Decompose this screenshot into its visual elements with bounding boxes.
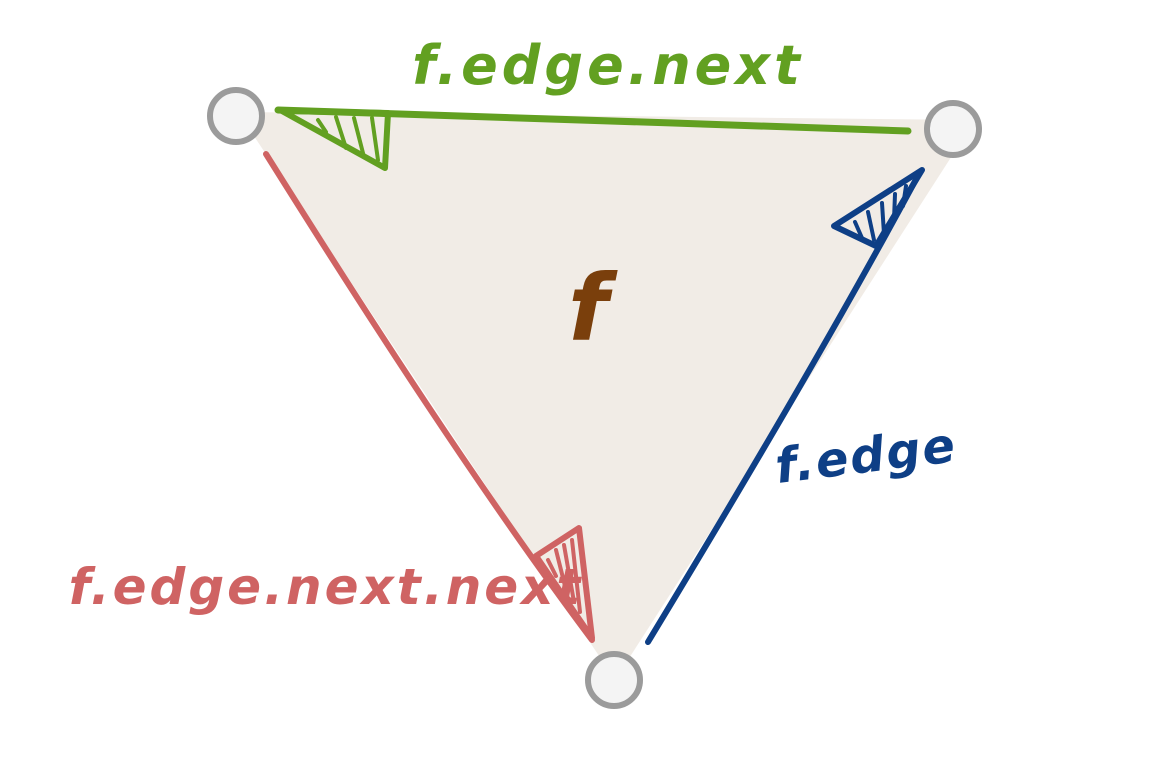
edge-next-next-line [263,151,595,643]
edge-main-arrowhead [831,167,925,249]
edge-next-next [263,151,595,643]
edge-next-next-arrowhead [533,525,595,641]
vertex-top-right [924,100,982,158]
edge-next [274,106,912,171]
edge-next-next-arrowhead-hatching [546,538,582,614]
vertex-bottom [585,651,643,709]
edge-main-label: f.edge [772,417,960,495]
edge-next-label: f.edge.next [412,34,804,97]
edge-next-next-label: f.edge.next.next [69,558,584,616]
edge-next-arrowhead [279,108,391,171]
face-triangle [238,112,975,680]
vertex-top-left [207,87,265,145]
edge-main-arrowhead-hatching [853,184,908,242]
edge-main [645,167,925,645]
edge-next-arrowhead-hatching [316,115,380,162]
